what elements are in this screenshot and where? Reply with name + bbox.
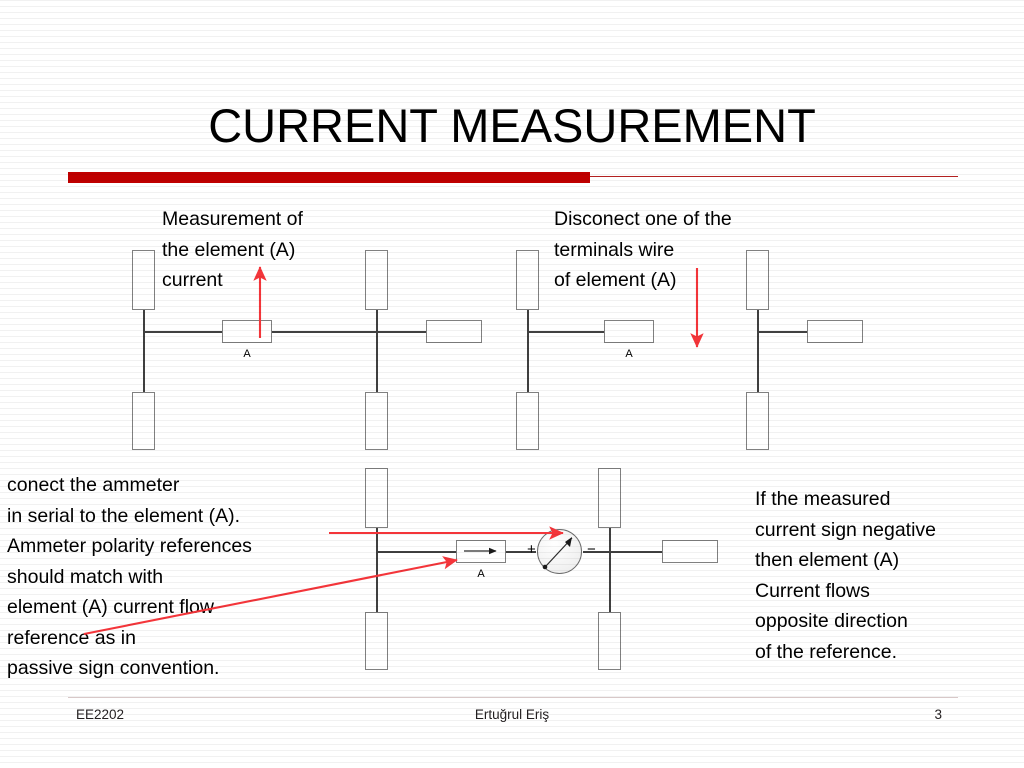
circuit1-wire-right-to-element xyxy=(376,331,426,333)
circuit1-element-right xyxy=(426,320,482,343)
circuit2-wire-left-upper xyxy=(527,310,529,332)
circuit2-wire-right-upper xyxy=(757,310,759,332)
circuit2-element-A xyxy=(604,320,654,343)
circuit3-element-top-left xyxy=(365,468,388,528)
ammeter-icon xyxy=(537,529,582,574)
circuit1-element-top-right xyxy=(365,250,388,310)
circuit3-element-bottom-left xyxy=(365,612,388,670)
page-title: CURRENT MEASUREMENT xyxy=(208,99,816,152)
circuit1-element-bottom-right xyxy=(365,392,388,450)
circuit3-wire-meter-to-node xyxy=(583,551,609,553)
note-top-left: Measurement of the element (A) current xyxy=(162,208,303,291)
circuit3-wire-right-lower xyxy=(609,551,611,612)
circuit3-element-A-label: A xyxy=(477,568,485,580)
circuit1-wire-left-upper xyxy=(143,310,145,332)
ammeter-plus-label: + xyxy=(527,541,536,558)
circuit3-wire-node-to-right-element xyxy=(609,551,662,553)
circuit1-wire-node-to-elementA xyxy=(143,331,222,333)
circuit3-wire-elementA-to-meter xyxy=(506,551,536,553)
circuit2-element-top-right xyxy=(746,250,769,310)
circuit2-element-top-left xyxy=(516,250,539,310)
circuit2-element-A-label: A xyxy=(625,348,633,360)
circuit2-element-bottom-left xyxy=(516,392,539,450)
circuit1-wire-right-upper xyxy=(376,310,378,332)
circuit3-wire-left-upper xyxy=(376,528,378,551)
circuit3-element-bottom-right xyxy=(598,612,621,670)
note-top-right: Disconect one of the terminals wire of e… xyxy=(554,208,732,291)
circuit2-element-bottom-right xyxy=(746,392,769,450)
footer-course-code: EE2202 xyxy=(76,707,125,722)
ammeter-minus-label: − xyxy=(587,541,596,558)
footer-page-number: 3 xyxy=(934,707,942,722)
circuit3-element-top-right xyxy=(598,468,621,528)
title-rule-thick xyxy=(68,172,590,183)
circuit1-element-top-left xyxy=(132,250,155,310)
circuit2-wire-node-to-elementA xyxy=(527,331,604,333)
footer-author: Ertuğrul Eriş xyxy=(474,707,550,722)
circuit3-element-A xyxy=(456,540,506,563)
note-bottom-left: conect the ammeter in serial to the elem… xyxy=(7,474,252,679)
note-bottom-right: If the measured current sign negative th… xyxy=(755,488,937,663)
circuit1-wire-right-lower xyxy=(376,331,378,392)
circuit1-element-bottom-left xyxy=(132,392,155,450)
circuit3-wire-right-upper xyxy=(609,528,611,551)
circuit3-wire-left-lower xyxy=(376,551,378,612)
circuit1-element-A-label: A xyxy=(243,348,251,360)
footer-divider xyxy=(68,697,958,698)
circuit3-wire-node-to-elementA xyxy=(376,551,456,553)
circuit2-wire-left-lower xyxy=(527,331,529,392)
circuit3-element-right xyxy=(662,540,718,563)
circuit1-wire-left-lower xyxy=(143,331,145,392)
circuit1-wire-elementA-to-right xyxy=(272,331,376,333)
circuit2-wire-right-lower xyxy=(757,331,759,392)
circuit2-wire-right-to-element xyxy=(757,331,807,333)
circuit2-element-right xyxy=(807,320,863,343)
circuit1-element-A xyxy=(222,320,272,343)
